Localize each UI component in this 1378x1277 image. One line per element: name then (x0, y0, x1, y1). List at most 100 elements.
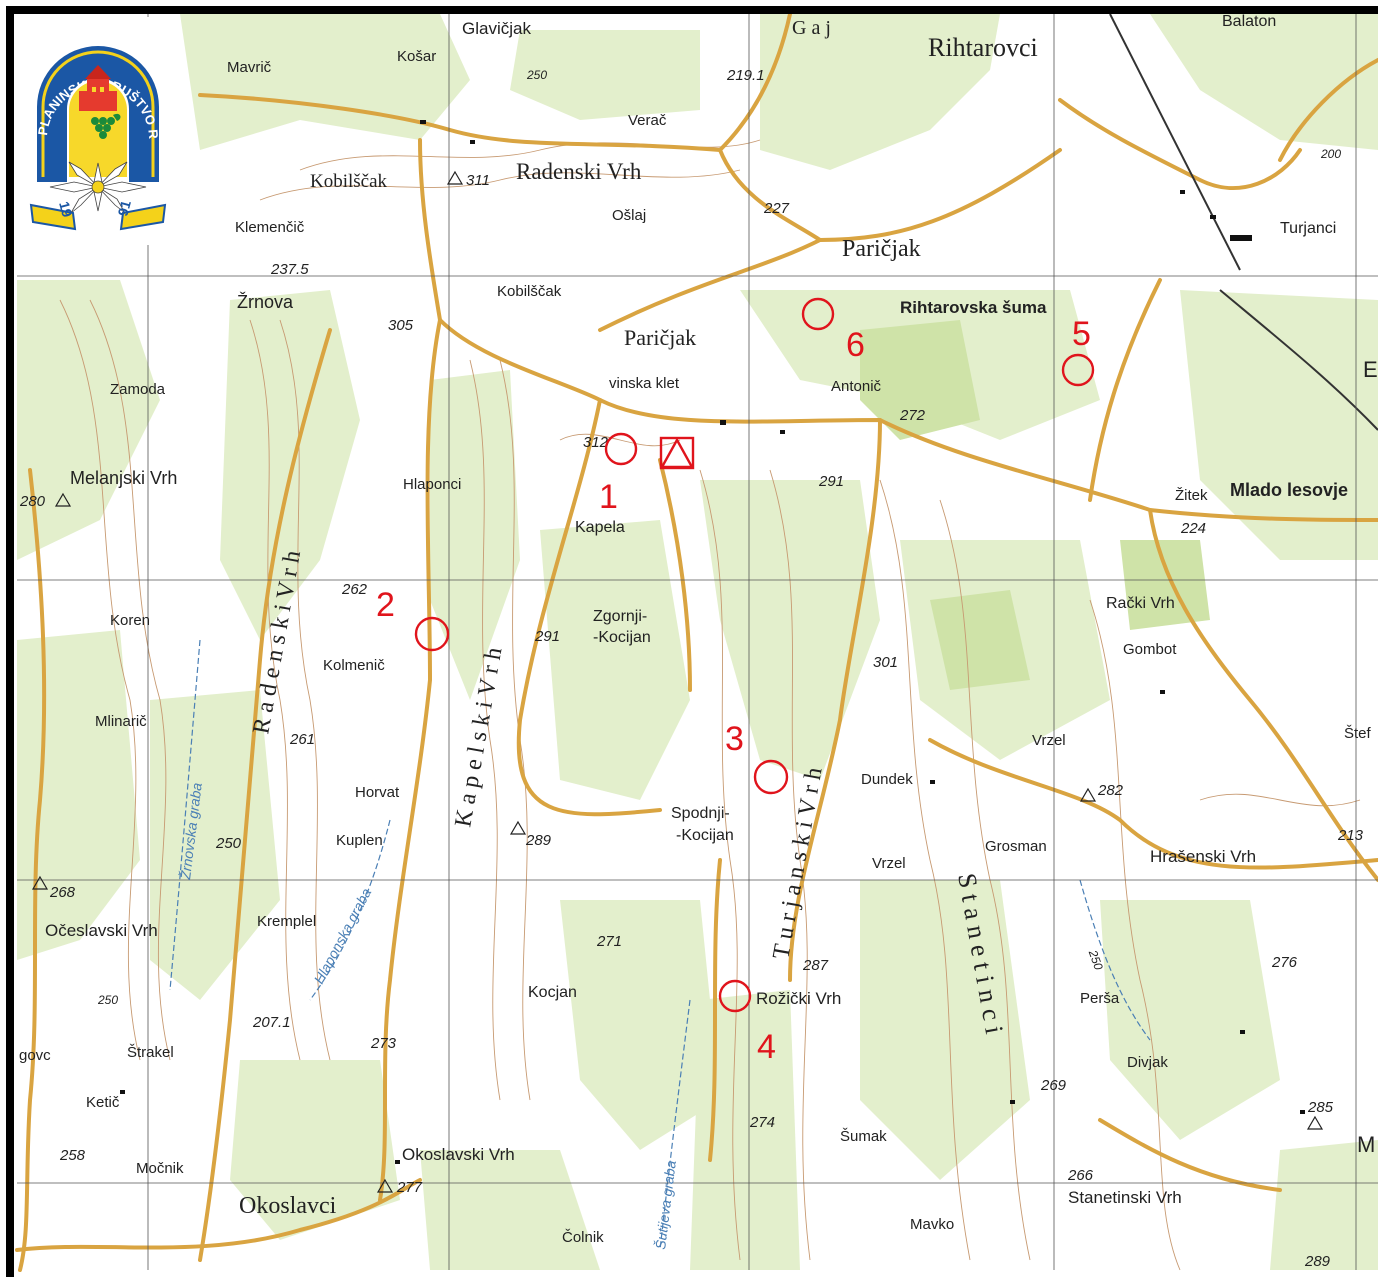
label-okoslavci: Okoslavci (239, 1193, 337, 1219)
label-rozicki-vrh: Rožički Vrh (756, 989, 841, 1008)
elev-266: 266 (1067, 1167, 1094, 1184)
waypoint-2: 2 (376, 586, 395, 624)
label-zgornji-kocijan-2: -Kocijan (593, 629, 651, 646)
label-zamoda: Zamoda (110, 381, 166, 398)
marker-5-circle[interactable] (1061, 353, 1095, 387)
waypoint-5: 5 (1072, 315, 1091, 353)
label-hlaponci: Hlaponci (403, 476, 461, 493)
elev-227: 227 (763, 200, 790, 217)
label-ketic: Ketič (86, 1094, 120, 1111)
label-gombot: Gombot (1123, 641, 1177, 658)
waypoint-3: 3 (725, 720, 744, 758)
label-zgornji-kocijan-1: Zgornji- (593, 608, 647, 625)
edelweiss-icon (49, 161, 147, 214)
label-kuplen: Kuplen (336, 832, 383, 849)
logo-ribbon (29, 203, 77, 231)
label-mocnik: Močnik (136, 1160, 184, 1177)
label-kocjan: Kocjan (528, 984, 577, 1001)
label-oslaj: Ošlaj (612, 207, 646, 224)
elev-207: 207.1 (252, 1014, 291, 1031)
elev-289b: 289 (1304, 1253, 1331, 1270)
map-frame (6, 6, 1378, 1277)
roads (15, 12, 1378, 1272)
logo-year-left: 19 (56, 200, 76, 219)
settlements (120, 120, 1305, 1164)
route-markers (414, 297, 1095, 1013)
marker-2-circle[interactable] (414, 616, 450, 652)
elev-282: 282 (1097, 782, 1124, 799)
elev-200: 200 (1320, 147, 1341, 161)
label-paricjak-mid: Paričjak (624, 325, 696, 350)
label-vrzel-east: Vrzel (1032, 732, 1066, 749)
label-m-edge: M (1357, 1132, 1375, 1157)
marker-3-circle[interactable] (753, 759, 789, 795)
elev-291a: 291 (818, 473, 844, 490)
orchard-areas (860, 320, 1210, 690)
place-labels: Mavrič Košar Glavičjak G a j Rihtarovci … (19, 13, 1378, 1246)
label-gaj: G a j (792, 17, 831, 39)
elev-219: 219.1 (726, 67, 765, 84)
label-hrasenski-vrh: Hrašenski Vrh (1150, 847, 1256, 866)
label-kobilscak-mid: Kobilščak (497, 283, 562, 300)
waypoint-1: 1 (599, 478, 618, 516)
streams (169, 639, 1151, 1251)
elev-311: 311 (466, 172, 490, 189)
start-triangle-icon (659, 437, 695, 469)
label-kolmenic: Kolmenič (323, 657, 385, 674)
route-numbers: 1 2 3 4 5 6 (376, 315, 1091, 1066)
label-colnik: Čolnik (562, 1229, 604, 1246)
label-dundek: Dundek (861, 771, 913, 788)
grapes-icon (91, 113, 121, 139)
label-gov: govc (19, 1047, 51, 1064)
label-persa: Perša (1080, 990, 1120, 1007)
waypoint-4: 4 (757, 1028, 776, 1066)
elev-280: 280 (19, 493, 46, 510)
elev-224: 224 (1180, 520, 1206, 537)
label-spodnji-kocijan-2: -Kocijan (676, 827, 734, 844)
label-stef: Štef (1344, 725, 1372, 742)
elev-285: 285 (1307, 1099, 1334, 1116)
label-rihtarovska-suma: Rihtarovska šuma (900, 298, 1047, 317)
elev-250d: 250 (1085, 947, 1105, 972)
label-horvat: Horvat (355, 784, 400, 801)
elev-250b: 250 (215, 835, 242, 852)
elev-269: 269 (1040, 1077, 1067, 1094)
label-kosar: Košar (397, 48, 436, 65)
elev-213: 213 (1337, 827, 1364, 844)
label-zitek: Žitek (1175, 487, 1208, 504)
elev-274: 274 (749, 1114, 775, 1131)
club-logo: PLANINSKO DRUŠTVO RADGONA (12, 5, 179, 245)
elev-250c: 250 (97, 993, 118, 1007)
label-mavric: Mavrič (227, 59, 272, 76)
elev-261: 261 (289, 731, 315, 748)
waypoint-6: 6 (846, 326, 865, 364)
elev-250a: 250 (526, 68, 547, 82)
elev-312: 312 (583, 434, 609, 451)
label-spodnji-kocijan-1: Spodnji- (671, 805, 730, 822)
map-grid (17, 14, 1378, 1270)
label-kremplel: Kremplel (257, 913, 316, 930)
elev-272: 272 (899, 407, 926, 424)
label-ocesl-vrh: Očeslavski Vrh (45, 921, 158, 940)
label-racki-vrh: Rački Vrh (1106, 595, 1175, 612)
label-rihtarovci: Rihtarovci (928, 33, 1038, 62)
marker-6-circle[interactable] (801, 297, 835, 331)
label-divjak: Divjak (1127, 1054, 1168, 1071)
label-grosman: Grosman (985, 838, 1047, 855)
label-mavko: Mavko (910, 1216, 954, 1233)
label-glavicjak: Glavičjak (462, 19, 531, 38)
marker-4-circle[interactable] (718, 979, 752, 1013)
label-stanetinski-vrh: Stanetinski Vrh (1068, 1188, 1182, 1207)
label-mlinaric: Mlinarič (95, 713, 147, 730)
elev-262: 262 (341, 581, 368, 598)
label-okoslavski-vrh: Okoslavski Vrh (402, 1145, 515, 1164)
marker-1-circle[interactable] (604, 432, 638, 466)
castle-icon (79, 65, 117, 111)
elev-301: 301 (873, 654, 898, 671)
label-kobilscak-top: Kobilščak (310, 171, 388, 192)
label-vrzel-mid: Vrzel (872, 855, 906, 872)
label-turjanci: Turjanci (1280, 220, 1336, 237)
elevation-labels: 250 219.1 311 227 237.5 305 272 280 312 … (19, 67, 1364, 1270)
label-verac: Verač (628, 112, 667, 129)
